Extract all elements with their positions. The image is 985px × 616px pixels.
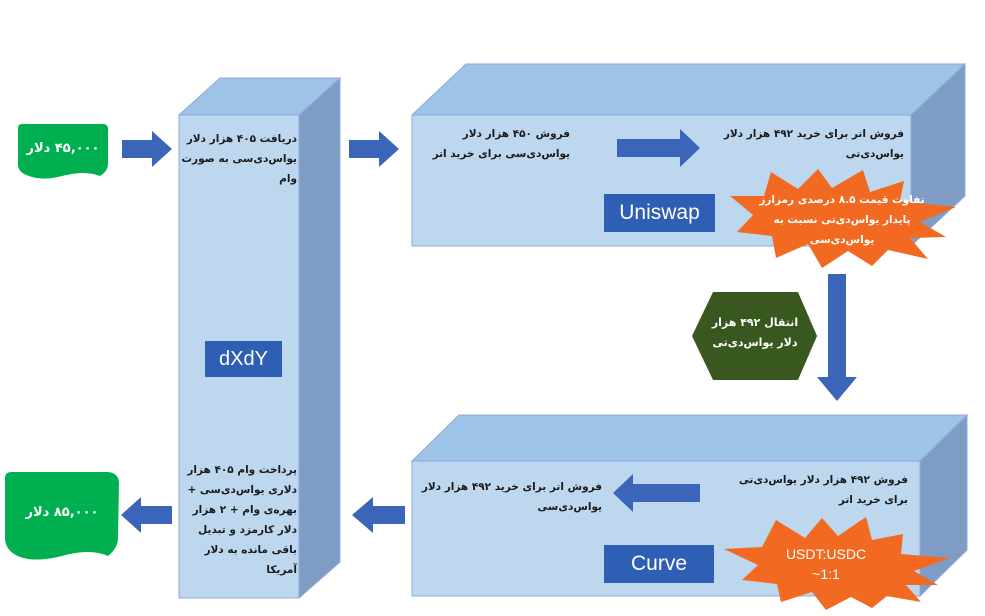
curve-sell-usdt-text: فروش ۴۹۲ هزار دلار یواس‌دی‌تی برای خرید … [738, 474, 908, 506]
arrow-curve-to-dxdy [352, 497, 405, 533]
start-money-banner [17, 124, 109, 179]
curve-label-bg [604, 545, 714, 583]
arrow-uniswap-internal [617, 129, 700, 167]
start-money-text: ۴۵,۰۰۰ دلار [26, 140, 100, 156]
dxdy-box-side [298, 76, 341, 600]
arrow-dxdy-to-end [121, 497, 172, 533]
uniswap-price-burst [730, 169, 956, 268]
arrow-dxdy-to-uniswap [349, 131, 399, 167]
arrow-curve-internal [613, 474, 700, 512]
curve-box-top [410, 414, 969, 462]
uniswap-box [410, 62, 967, 248]
uniswap-sell-usdc-text: فروش ۴۵۰ هزار دلار یواس‌دی‌سی برای خرید … [432, 128, 570, 160]
dxdy-label: dXdY [219, 347, 268, 370]
curve-ratio-burst [724, 517, 950, 610]
end-money-text: ۸۵,۰۰۰ دلار [25, 504, 99, 520]
curve-label: Curve [630, 552, 688, 575]
uniswap-label-bg [604, 194, 715, 232]
transfer-text: انتقال ۴۹۲ هزار دلار یواس‌دی‌تی [711, 316, 799, 349]
arrow-start-to-dxdy [122, 131, 172, 167]
uniswap-label: Uniswap [619, 201, 700, 224]
dxdy-repay-text: پرداخت وام ۴۰۵ هزار دلاری یواس‌دی‌سی + ب… [187, 464, 297, 576]
uniswap-sell-eth-text: فروش اتر برای خرید ۴۹۲ هزار دلار یواس‌دی… [723, 128, 904, 160]
dxdy-receive-text: دریافت ۴۰۵ هزار دلار یواس‌دی‌سی به صورت … [181, 133, 297, 185]
curve-sell-eth-text: فروش اتر برای خرید ۴۹۲ هزار دلار یواس‌دی… [421, 481, 602, 513]
uniswap-burst-text: تفاوت قیمت ۸.۵ درصدی رمزارز پایدار یواس‌… [759, 194, 925, 246]
uniswap-box-top [410, 63, 967, 116]
curve-burst-text: USDT:USDC ~1:1 [785, 546, 867, 582]
dxdy-label-bg [205, 341, 282, 377]
end-money-banner [5, 472, 119, 560]
transfer-hexagon [692, 292, 817, 380]
arrow-uniswap-to-curve [817, 274, 857, 401]
